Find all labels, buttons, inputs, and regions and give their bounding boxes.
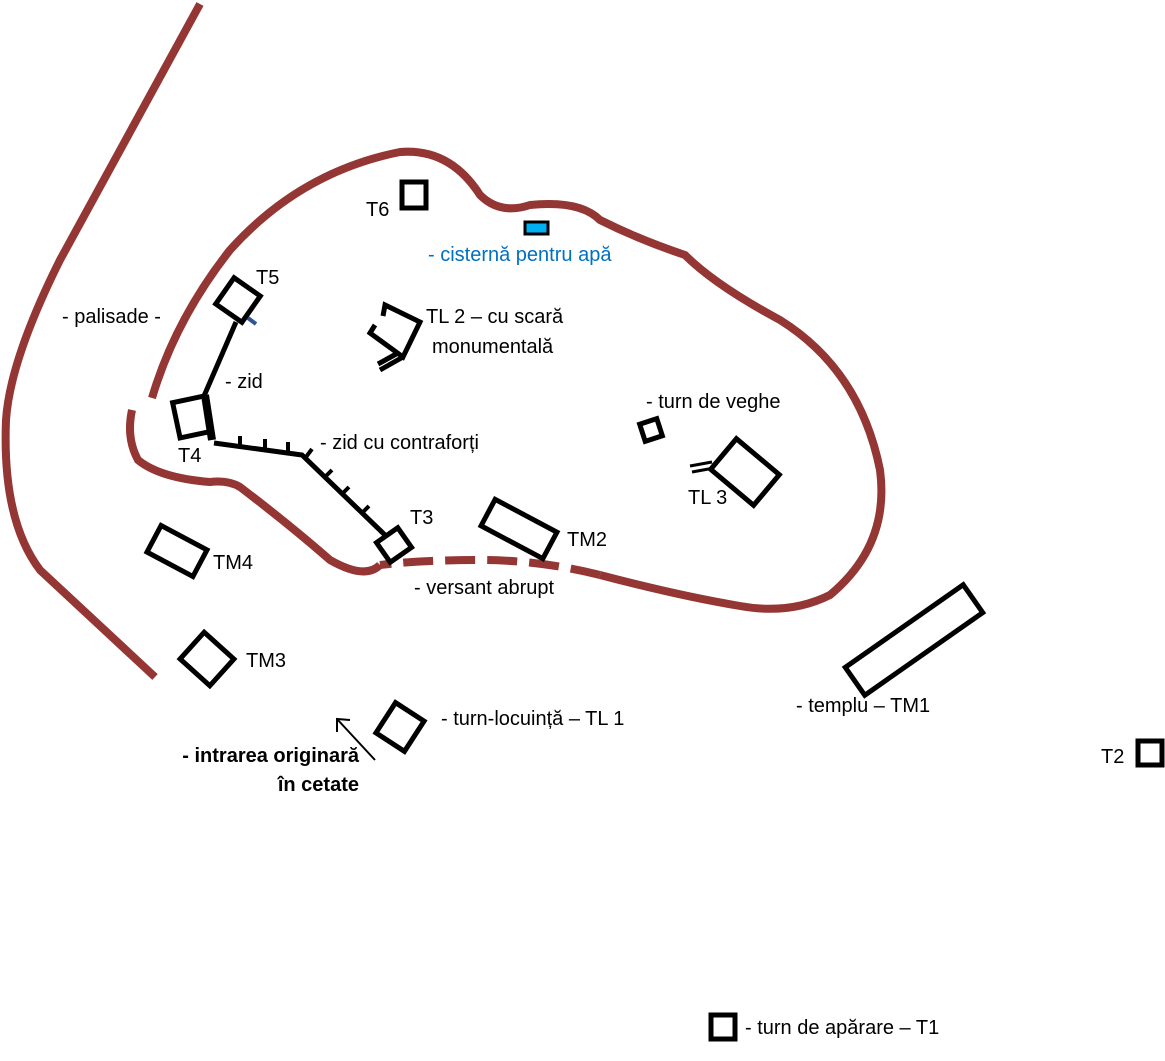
- palisade-line: [1, 2, 204, 680]
- cistern-icon: [523, 220, 550, 236]
- label-t5: T5: [256, 267, 279, 289]
- label-entrance-line2: în cetate: [277, 774, 359, 796]
- tower-house-tl2: [366, 301, 424, 361]
- label-tl2-line2: monumentală: [432, 336, 554, 358]
- tower-t3: [372, 524, 416, 566]
- label-entrance-line1: - intrarea originară: [182, 745, 360, 767]
- label-cistern: - cisternă pentru apă: [428, 244, 612, 266]
- temple-tm1: [841, 581, 987, 699]
- tower-t5: [212, 274, 264, 326]
- tower-house-tl3: [707, 435, 783, 509]
- tower-t6: [399, 179, 429, 211]
- legend-tower-icon: [708, 1012, 738, 1042]
- label-buttressed-wall: - zid cu contraforți: [320, 432, 479, 454]
- legend-label: - turn de apărare – T1: [745, 1017, 939, 1039]
- label-steep-slope: - versant abrupt: [414, 577, 555, 599]
- label-t2: T2: [1101, 746, 1124, 768]
- label-tm2: TM2: [567, 529, 607, 551]
- label-tl2-line1: TL 2 – cu scară: [426, 306, 564, 328]
- steep-slope-dashed: [379, 555, 601, 579]
- label-palisade: - palisade -: [62, 306, 161, 328]
- temple-tm3: [176, 628, 238, 690]
- label-tm3: TM3: [246, 650, 286, 672]
- temple-tm4: [143, 522, 211, 580]
- watch-tower: [636, 415, 666, 445]
- t5-mark: [246, 316, 258, 326]
- label-temple-tm1: - templu – TM1: [796, 695, 930, 717]
- enclosure-wall: [148, 147, 886, 613]
- label-watch-tower: - turn de veghe: [646, 391, 781, 413]
- buttresses: [238, 436, 371, 515]
- label-t4: T4: [178, 445, 201, 467]
- tower-t2: [1135, 738, 1165, 768]
- label-t3: T3: [410, 507, 433, 529]
- wall-t5-t4: [201, 321, 239, 397]
- entrance-arrow-icon: [336, 717, 376, 761]
- temple-tm2: [477, 495, 561, 563]
- buttressed-wall: [213, 440, 387, 537]
- label-tl3: TL 3: [688, 487, 727, 509]
- label-t6: T6: [366, 199, 389, 221]
- label-wall: - zid: [225, 371, 263, 393]
- label-tm4: TM4: [213, 552, 253, 574]
- tower-house-tl1: [372, 699, 428, 755]
- enclosure-wall-west: [126, 409, 383, 576]
- label-tl1: - turn-locuință – TL 1: [441, 708, 624, 730]
